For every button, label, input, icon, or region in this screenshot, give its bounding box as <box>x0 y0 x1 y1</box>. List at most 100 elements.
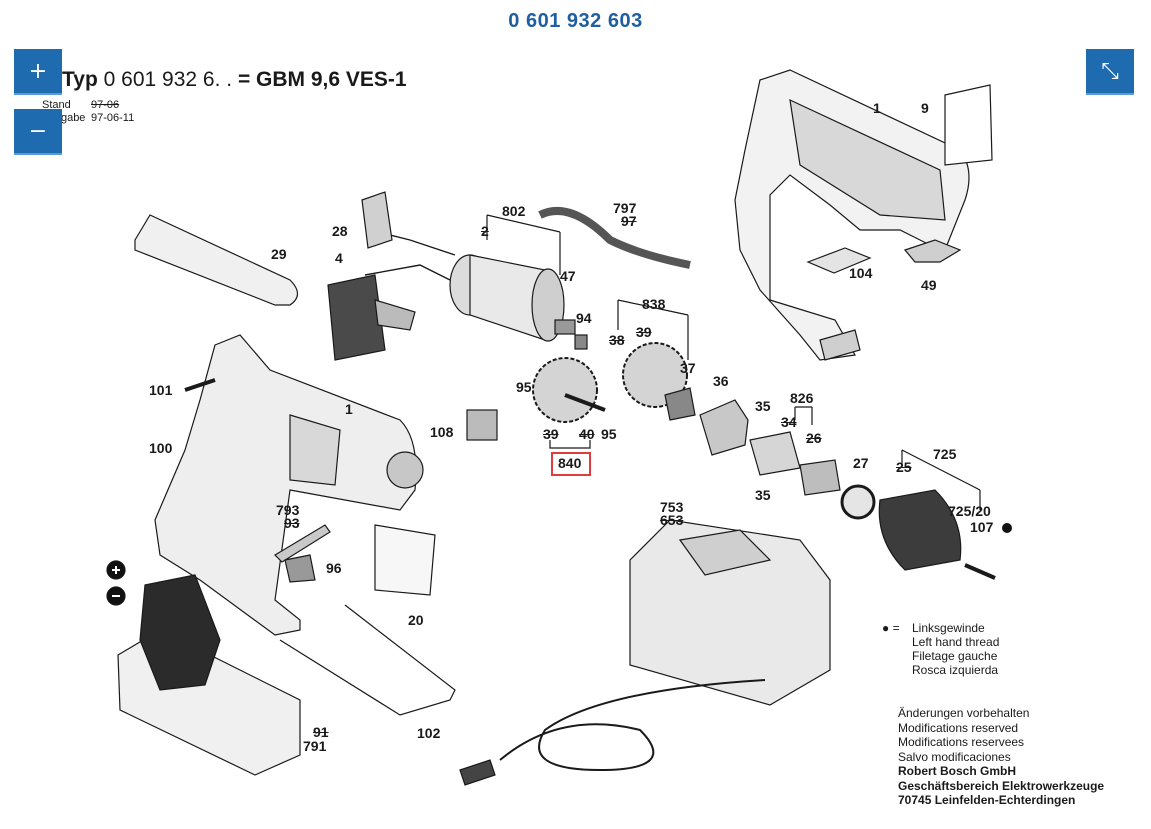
legend-symbol: ● = <box>882 621 900 635</box>
page-title: 0 601 932 603 <box>508 10 643 32</box>
part-label: 797 <box>613 200 637 216</box>
legend-line: Filetage gauche <box>912 649 998 663</box>
part-label: 793 <box>276 502 300 518</box>
note-line: Modifications reserved <box>898 720 1019 735</box>
stand-date: 97-06 <box>91 99 120 111</box>
part-label: 96 <box>326 560 342 576</box>
highlight-box-840 <box>551 452 591 476</box>
ring-gear-36 <box>699 399 749 456</box>
battery-pack-791 <box>106 560 301 776</box>
collapse-icon: ⤡ <box>1101 58 1119 84</box>
part-label: 37 <box>680 360 696 376</box>
part-label: 802 <box>502 203 526 219</box>
part-label: 94 <box>576 310 592 326</box>
switch-board-104 <box>806 247 872 274</box>
part-label: 29 <box>271 246 287 262</box>
belt-clip-793 <box>274 524 331 563</box>
part-label: 34 <box>781 414 797 430</box>
part-label: 38 <box>609 332 625 348</box>
gear-39-838 <box>622 342 688 408</box>
part-label: 100 <box>149 440 173 456</box>
zoom-out-button[interactable]: − <box>14 109 62 155</box>
part-label: 35 <box>755 487 771 503</box>
part-label: 28 <box>332 223 348 239</box>
ausgabe-date: 97-06-11 <box>91 112 135 124</box>
zoom-in-button[interactable]: + <box>14 49 62 95</box>
part-label: 101 <box>149 382 173 398</box>
wire-102 <box>279 604 456 716</box>
legend-line: Left hand thread <box>912 635 1000 649</box>
bracket-838 <box>617 299 689 360</box>
filter-108 <box>466 409 498 441</box>
screw-101 <box>184 378 216 392</box>
housing-half-right <box>734 69 970 361</box>
company-address: 70745 Leinfelden-Echterdingen <box>898 793 1076 807</box>
footer-notes: Änderungen vorbehalten Modifications res… <box>898 706 1104 808</box>
part-label: 35 <box>755 398 771 414</box>
chuck-725 <box>878 489 962 571</box>
part-96 <box>284 554 316 583</box>
minus-icon: − <box>28 118 48 144</box>
bracket-802 <box>486 214 561 275</box>
switch-4 <box>327 274 386 361</box>
shaft-40 <box>564 393 606 412</box>
type-line: Typ 0 601 932 6. . = GBM 9,6 VES-1 <box>62 68 407 92</box>
exit-fullscreen-button[interactable]: ⤡ <box>1086 49 1134 95</box>
part-label: 95 <box>516 379 532 395</box>
charger-753 <box>459 519 831 786</box>
bracket-725 <box>901 449 981 510</box>
company-division: Geschäftsbereich Elektrowerkzeuge <box>898 778 1105 793</box>
part-label: 4 <box>335 250 343 266</box>
part-label: 108 <box>430 424 454 440</box>
note-line: Modifications reservees <box>898 735 1025 749</box>
gear-39-840 <box>532 357 598 423</box>
label-plate-9 <box>944 84 993 166</box>
part-label: 753 <box>660 499 684 515</box>
part-label: 27 <box>853 455 869 471</box>
part-label: 91 <box>313 724 329 740</box>
contact-28 <box>361 191 393 249</box>
part-label: 104 <box>849 265 873 281</box>
part-label: 826 <box>790 390 814 406</box>
type-code: 0 601 932 <box>103 68 198 91</box>
part-label: 20 <box>408 612 424 628</box>
legend-line: Rosca izquierda <box>912 663 999 677</box>
battery-cover-29 <box>134 214 299 306</box>
screw-107 <box>964 563 996 580</box>
part-label: 1 <box>345 401 353 417</box>
part-label: 97 <box>621 213 637 229</box>
clip-49 <box>903 239 962 263</box>
part-label: 93 <box>284 515 300 531</box>
part-label: 39 <box>543 426 559 442</box>
company-name: Robert Bosch GmbH <box>898 764 1017 778</box>
note-line: Salvo modificaciones <box>898 749 1011 764</box>
plate-20 <box>374 524 436 596</box>
type-prefix: Typ <box>62 68 98 91</box>
part-label: 1 <box>873 100 881 116</box>
type-suffix: 6. . <box>202 68 233 91</box>
stand-label: Stand <box>42 99 71 111</box>
part-label: 47 <box>560 268 576 284</box>
legend-line: Linksgewinde <box>912 621 985 635</box>
carrier-37 <box>664 387 696 421</box>
part-label-840[interactable]: 840 <box>558 455 582 471</box>
part-label: 791 <box>303 738 327 754</box>
left-hand-thread-marker <box>1002 523 1012 533</box>
bracket-826 <box>794 406 813 425</box>
bearing-94 <box>574 334 588 350</box>
part-label: 39 <box>636 324 652 340</box>
bearing-27 <box>840 484 876 520</box>
part-label: 107 <box>970 519 994 535</box>
part-label: 2 <box>481 223 489 239</box>
part-label: 36 <box>713 373 729 389</box>
part-label: 49 <box>921 277 937 293</box>
housing-half-left <box>154 334 424 636</box>
model-name: = GBM 9,6 VES-1 <box>237 68 407 91</box>
part-label: 95 <box>601 426 617 442</box>
note-line: Änderungen vorbehalten <box>898 706 1030 720</box>
part-label: 40 <box>579 426 595 442</box>
part-label: 725 <box>933 446 957 462</box>
switch-lever <box>374 299 416 331</box>
part-label: 725/20 <box>948 503 991 519</box>
